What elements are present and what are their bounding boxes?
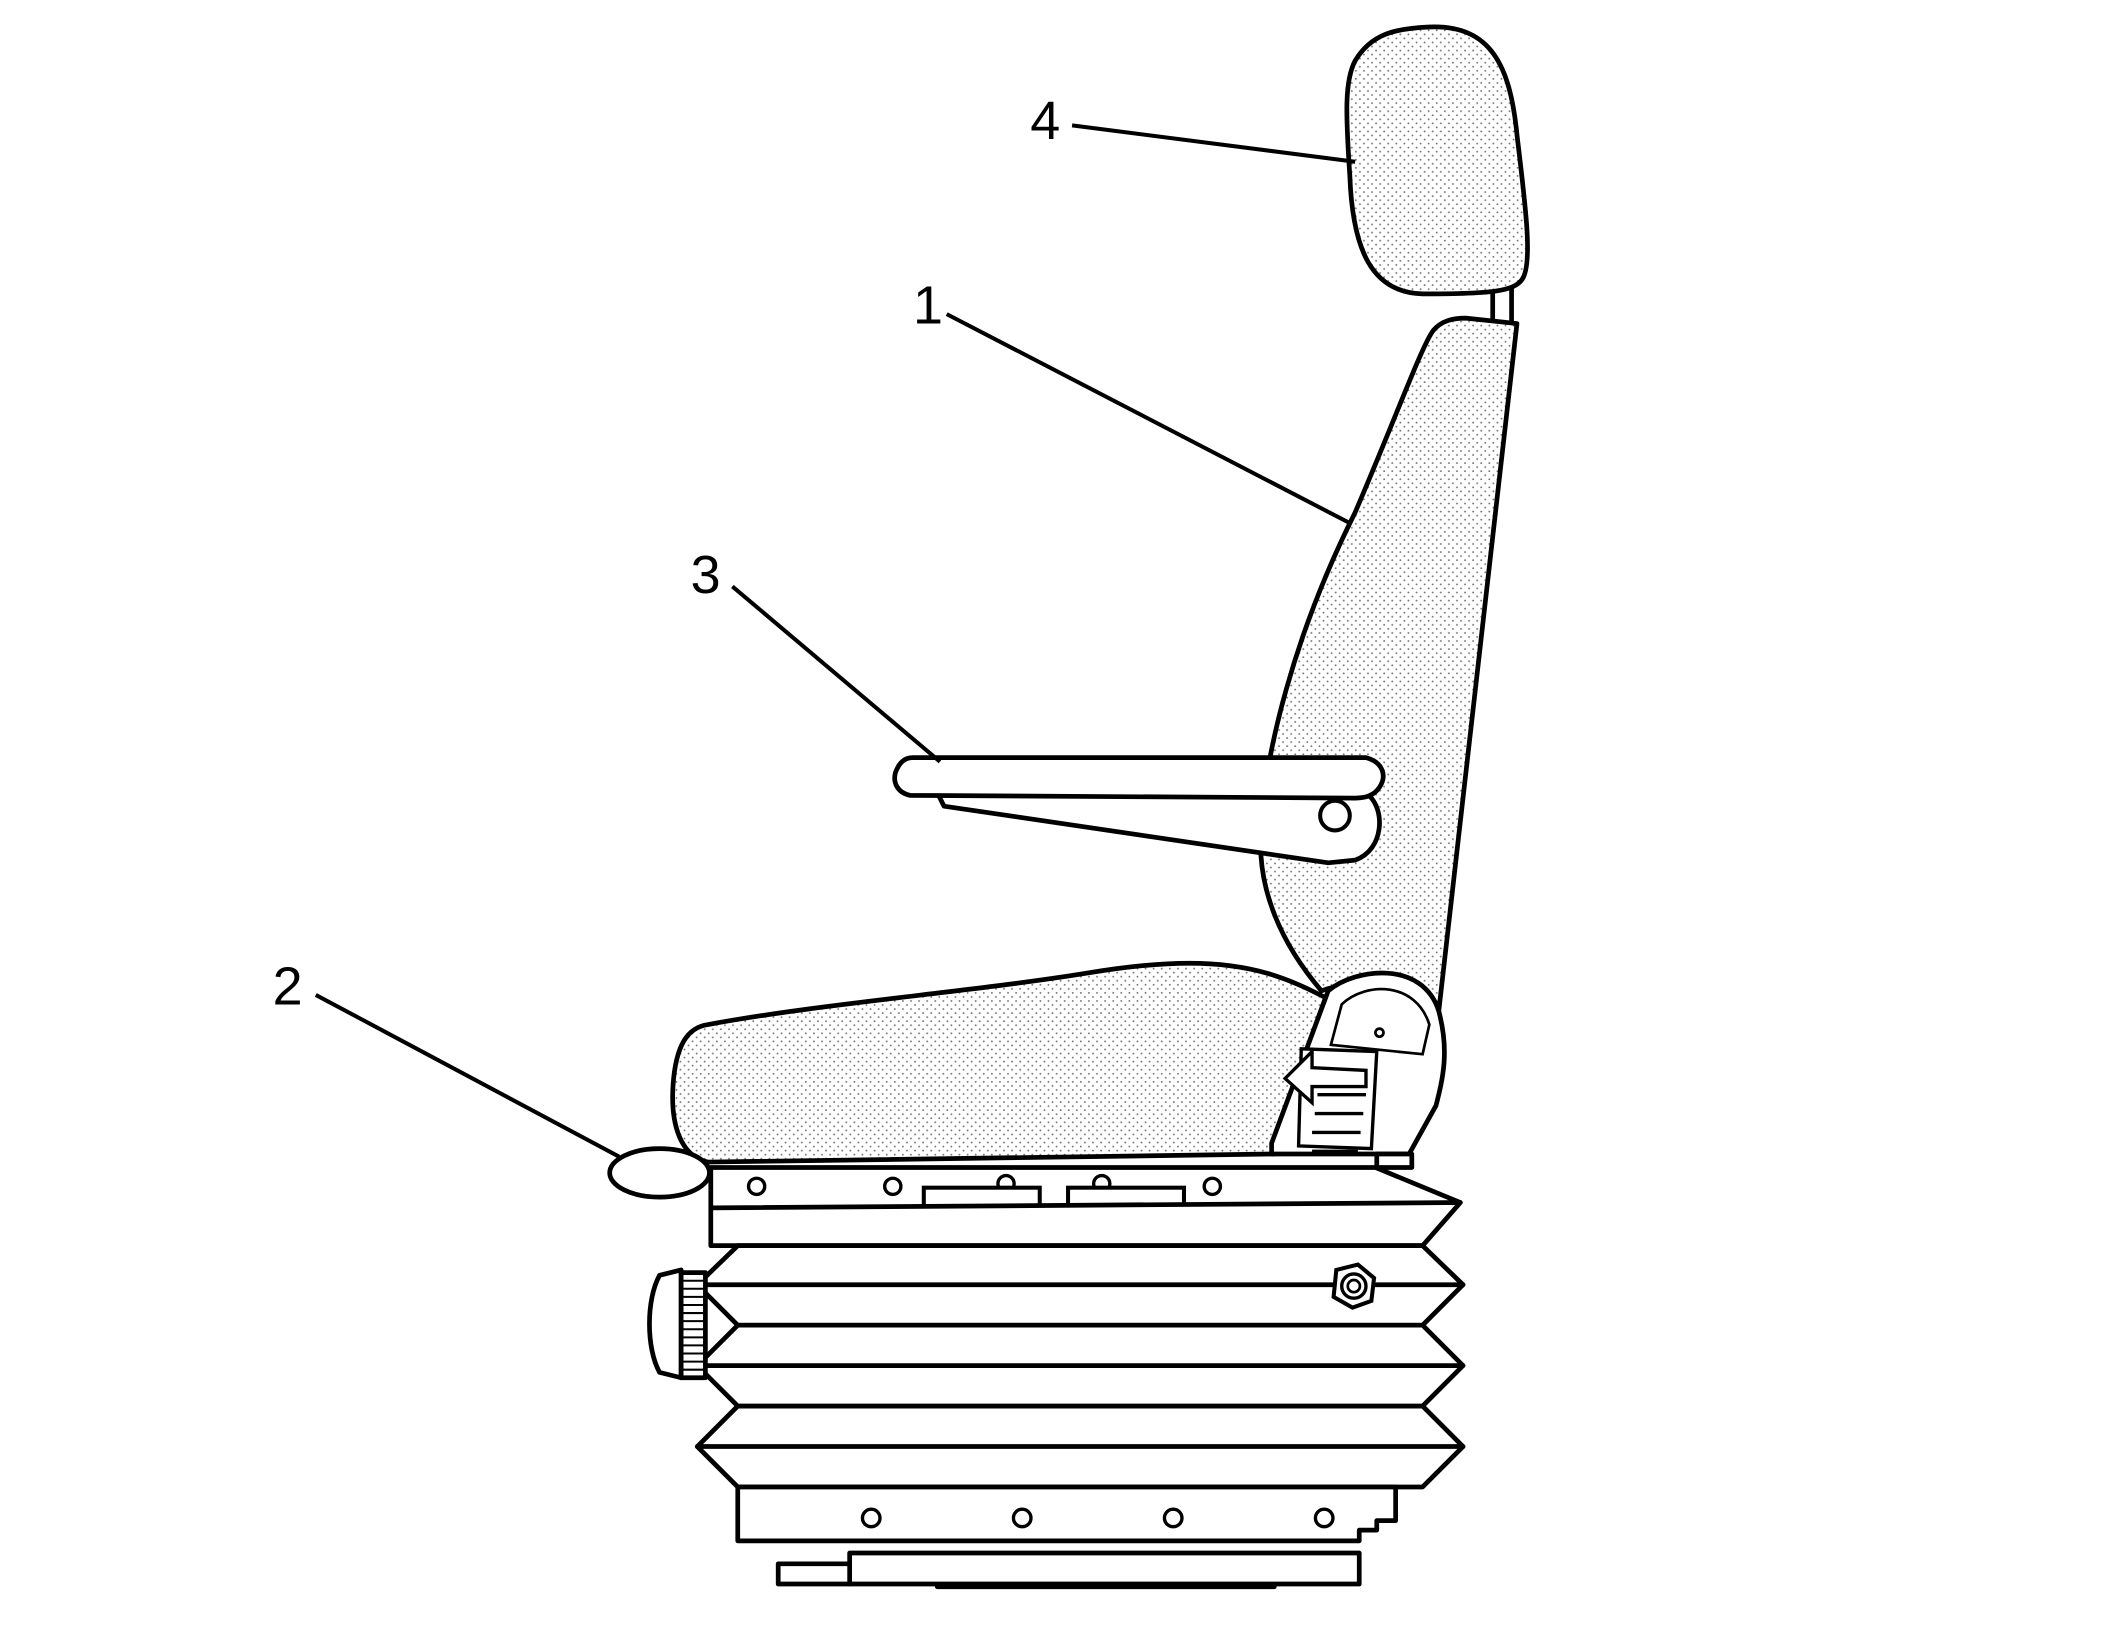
callout-3: 3 (691, 545, 721, 605)
armrest-pivot-icon (1318, 798, 1352, 833)
rail-lever (775, 1561, 853, 1587)
armrest (892, 755, 1386, 866)
dial-knurl (678, 1270, 708, 1381)
recline-lever-icon (1282, 1047, 1379, 1153)
headrest-pad (1344, 24, 1530, 297)
armrest-pad (892, 755, 1386, 801)
hex-nut-icon (1331, 1262, 1377, 1310)
recline-mechanism (1269, 970, 1447, 1170)
recline-pin-icon (1374, 1027, 1385, 1039)
callout-1: 1 (913, 276, 943, 336)
seat-cushion (670, 960, 1328, 1165)
callout-2: 2 (273, 956, 303, 1016)
base-bolt-icon (1011, 1507, 1033, 1529)
dial-cap (647, 1267, 684, 1381)
seat-adjust-knob (607, 1146, 712, 1200)
suspension-bellows (694, 1200, 1466, 1490)
recline-housing-inner (1329, 987, 1431, 1056)
base-bolt-icon (860, 1507, 882, 1529)
frame-bolt-icon (746, 1176, 767, 1197)
base-bolt-icon (1313, 1507, 1335, 1529)
base-block (735, 1484, 1398, 1544)
base-plate (735, 1484, 1398, 1590)
weight-adjust-dial (647, 1267, 708, 1381)
frame-bolt-icon (883, 1176, 903, 1197)
backrest (1258, 315, 1520, 1014)
callout-4: 4 (1030, 91, 1060, 151)
base-bolt-icon (1162, 1507, 1184, 1529)
leader-line-1 (945, 312, 1351, 525)
leader-line-2 (314, 993, 621, 1159)
slide-rail (847, 1550, 1362, 1587)
seat-front-tab (1374, 1151, 1415, 1170)
headrest (1344, 24, 1530, 326)
leader-line-4 (1071, 123, 1356, 164)
frame-bolt-icon (1202, 1176, 1223, 1197)
leader-line-3 (731, 584, 942, 764)
bellows-fold (708, 1200, 1463, 1249)
armrest-bracket (934, 790, 1382, 866)
